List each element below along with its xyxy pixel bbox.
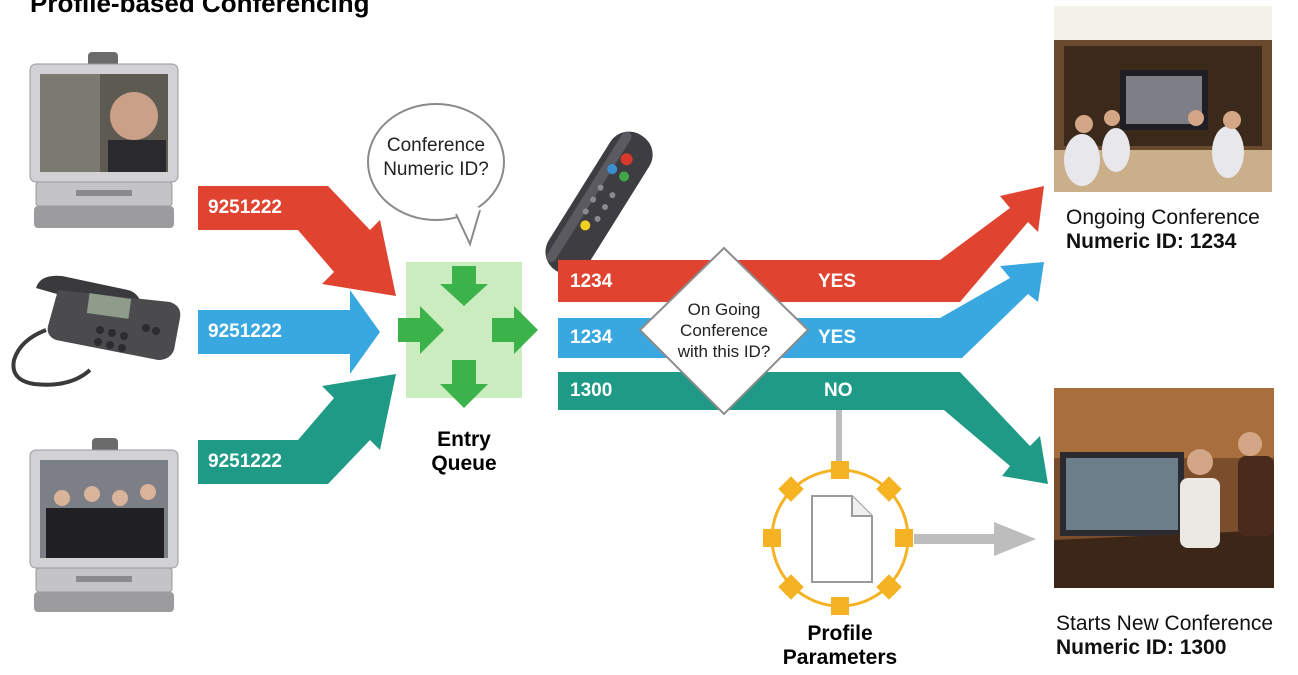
bottom-video-endpoint	[29, 438, 179, 612]
route-green-answer: NO	[824, 380, 853, 401]
entry-queue-label: Entry Queue	[414, 428, 514, 476]
decision-line3: with this ID?	[677, 342, 771, 361]
entry-queue-box	[398, 262, 538, 408]
input-arrow-middle	[198, 290, 380, 374]
speech-bubble	[367, 103, 505, 247]
route-blue-answer: YES	[818, 327, 857, 348]
input-arrow-bottom	[198, 374, 396, 484]
ongoing-caption-line2: Numeric ID: 1234	[1066, 230, 1237, 253]
speech-bubble-line2: Numeric ID?	[383, 159, 489, 180]
decision-text: On Going Conference with this ID?	[660, 299, 788, 362]
remote-control	[545, 131, 653, 276]
route-green-id: 1300	[570, 380, 613, 401]
decision-line2: Conference	[680, 321, 768, 340]
top-video-endpoint	[29, 52, 179, 228]
decision-line1: On Going	[687, 300, 761, 319]
ongoing-caption-line1: Ongoing Conference	[1066, 206, 1260, 229]
new-conference-caption: Starts New Conference Numeric ID: 1300	[1056, 612, 1273, 660]
ongoing-caption: Ongoing Conference Numeric ID: 1234	[1066, 206, 1260, 254]
decision-diamond	[638, 246, 810, 416]
speech-bubble-text: Conference Numeric ID?	[368, 134, 504, 182]
profile-parameters-label: Profile Parameters	[780, 622, 900, 670]
profile-line2: Parameters	[782, 646, 898, 669]
profile-output-arrow	[914, 522, 1036, 556]
entry-queue-line2: Queue	[431, 452, 497, 475]
new-caption-line1: Starts New Conference	[1056, 612, 1274, 635]
route-arrow-green	[558, 372, 1048, 484]
phone-endpoint	[11, 275, 181, 387]
profile-gear	[763, 461, 913, 615]
profile-line1: Profile	[807, 622, 873, 645]
page-title: Profile-based Conferencing	[30, 0, 370, 18]
route-arrow-red	[558, 186, 1044, 302]
route-red-id: 1234	[570, 271, 613, 292]
profile-connector-line	[836, 410, 842, 468]
phone-endpoint-number: 9251222	[208, 321, 282, 342]
new-caption-line2: Numeric ID: 1300	[1056, 636, 1227, 659]
route-red-answer: YES	[818, 271, 857, 292]
speech-bubble-line1: Conference	[386, 135, 486, 156]
ongoing-conference-photo	[1054, 6, 1272, 192]
document-icon	[811, 495, 873, 583]
bottom-endpoint-number: 9251222	[208, 451, 282, 472]
top-endpoint-number: 9251222	[208, 197, 282, 218]
input-arrow-top	[198, 186, 396, 296]
new-conference-photo	[1054, 388, 1274, 588]
route-blue-id: 1234	[570, 327, 613, 348]
entry-queue-line1: Entry	[437, 428, 491, 451]
